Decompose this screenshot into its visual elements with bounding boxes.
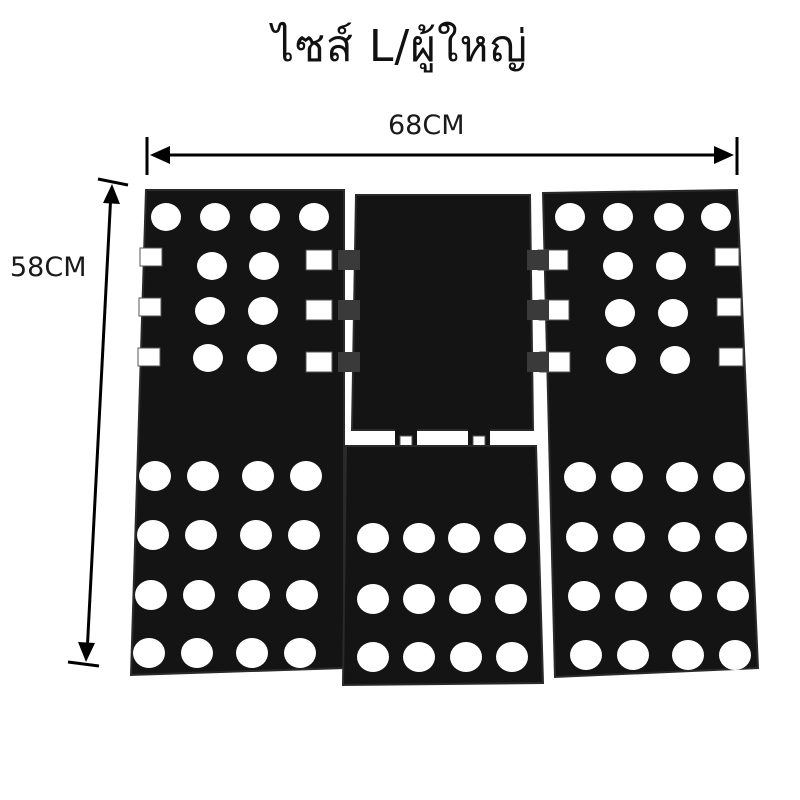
right-panel (537, 188, 760, 679)
width-dimension-label: 68CM (388, 110, 465, 141)
height-arrow (67, 177, 129, 668)
top-center-panel (338, 194, 549, 431)
width-arrow (145, 137, 739, 175)
size-title: ไซส์ L/ผู้ใหญ่ (272, 21, 528, 72)
height-dimension-label: 58CM (10, 252, 87, 283)
left-panel (129, 189, 345, 677)
bottom-center-panel (341, 445, 545, 687)
